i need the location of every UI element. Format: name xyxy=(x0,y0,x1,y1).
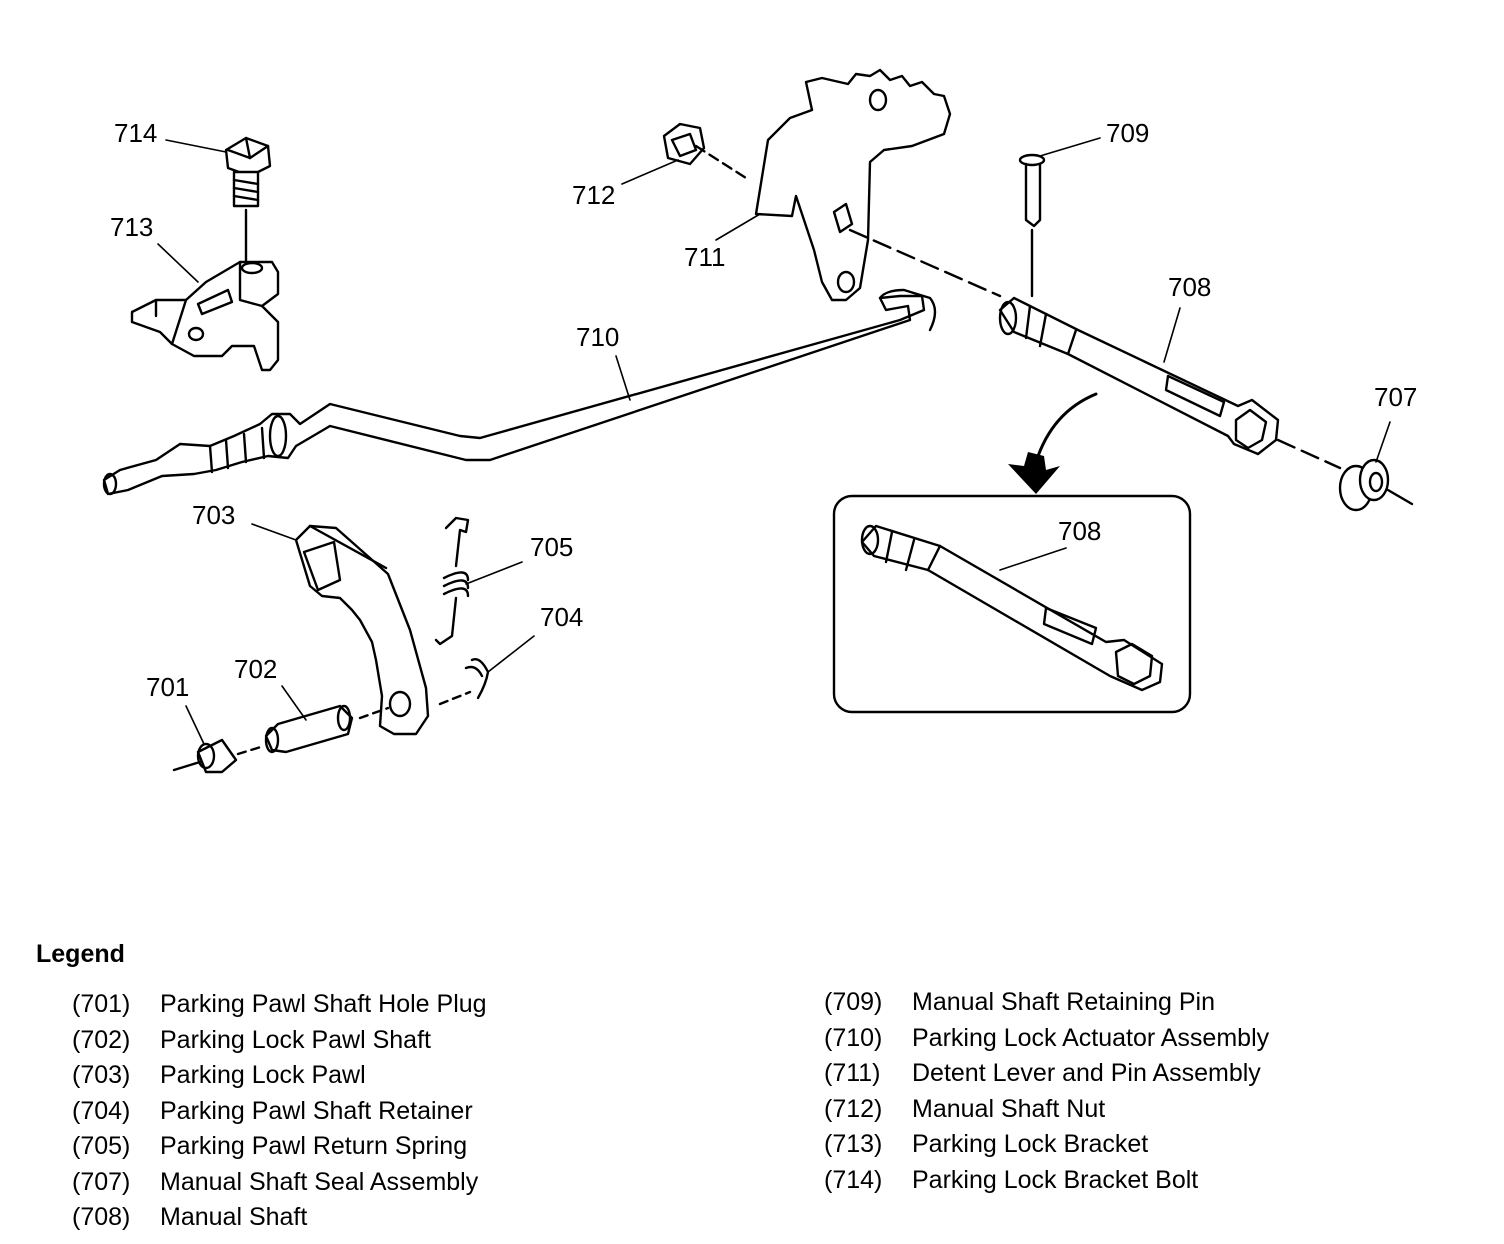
legend-code: (714) xyxy=(824,1165,883,1194)
manual-shaft-nut xyxy=(662,122,748,180)
exploded-parts-diagram: 714 713 712 711 709 708 707 710 703 705 … xyxy=(102,68,1417,774)
legend-description: Manual Shaft Retaining Pin xyxy=(912,988,1215,1016)
callout-710: 710 xyxy=(576,322,619,352)
legend-item: (713) Parking Lock Bracket xyxy=(824,1130,1269,1166)
legend-code: (710) xyxy=(824,1023,883,1052)
callout-705: 705 xyxy=(530,532,573,562)
legend-item: (709) Manual Shaft Retaining Pin xyxy=(824,988,1269,1024)
legend-title: Legend xyxy=(36,940,125,968)
parking-lock-pawl-shaft xyxy=(264,704,354,754)
legend-item: (714) Parking Lock Bracket Bolt xyxy=(824,1166,1269,1202)
legend-item: (710) Parking Lock Actuator Assembly xyxy=(824,1024,1269,1060)
curved-detail-arrow xyxy=(1008,392,1098,494)
legend-column-left: (701) Parking Pawl Shaft Hole Plug (702) P… xyxy=(72,990,487,1239)
legend-description: Manual Shaft xyxy=(160,1203,308,1231)
legend-description: Detent Lever and Pin Assembly xyxy=(912,1059,1261,1087)
legend-code: (701) xyxy=(72,990,131,1018)
legend-description: Manual Shaft Nut xyxy=(912,1094,1106,1123)
legend-item: (712) Manual Shaft Nut xyxy=(824,1095,1269,1131)
legend-description: Parking Lock Pawl xyxy=(160,1061,366,1089)
legend-description: Manual Shaft Seal Assembly xyxy=(160,1167,479,1196)
legend-code: (703) xyxy=(72,1061,131,1089)
detent-lever-and-pin-assembly xyxy=(754,68,1002,302)
legend-item: (701) Parking Pawl Shaft Hole Plug xyxy=(72,990,487,1026)
callout-703: 703 xyxy=(192,500,235,530)
callout-709: 709 xyxy=(1106,118,1149,148)
legend-code: (702) xyxy=(72,1025,131,1054)
callout-713: 713 xyxy=(110,212,153,242)
legend-code: (707) xyxy=(72,1167,131,1196)
callout-711: 711 xyxy=(684,242,725,272)
parking-pawl-shaft-hole-plug xyxy=(172,738,266,774)
legend-description: Parking Lock Actuator Assembly xyxy=(912,1023,1270,1052)
legend-code: (712) xyxy=(824,1094,883,1123)
leader-lines xyxy=(157,137,1391,745)
legend-description: Parking Pawl Shaft Retainer xyxy=(160,1096,473,1125)
legend-description: Parking Pawl Shaft Hole Plug xyxy=(160,990,487,1018)
legend-item: (702) Parking Lock Pawl Shaft xyxy=(72,1026,487,1062)
legend-code: (705) xyxy=(72,1132,131,1160)
legend-description: Parking Pawl Return Spring xyxy=(160,1132,468,1160)
legend-description: Parking Lock Bracket Bolt xyxy=(912,1165,1199,1194)
legend-item: (705) Parking Pawl Return Spring xyxy=(72,1132,487,1168)
parking-lock-bracket xyxy=(130,260,280,372)
manual-shaft xyxy=(998,296,1342,470)
callout-708: 708 xyxy=(1168,272,1211,302)
parking-lock-pawl xyxy=(294,524,430,736)
callout-704: 704 xyxy=(540,602,583,632)
callout-714: 714 xyxy=(114,118,157,148)
parking-lock-bracket-bolt xyxy=(224,136,272,266)
legend-code: (708) xyxy=(72,1203,131,1231)
legend-description: Parking Lock Bracket xyxy=(912,1130,1149,1158)
manual-shaft-detail-box xyxy=(832,494,1192,714)
legend-description: Parking Lock Pawl Shaft xyxy=(160,1025,431,1054)
callout-707: 707 xyxy=(1374,382,1417,412)
callout-712: 712 xyxy=(572,180,615,210)
legend-code: (711) xyxy=(824,1059,881,1087)
legend-item: (707) Manual Shaft Seal Assembly xyxy=(72,1168,487,1204)
legend-item: (704) Parking Pawl Shaft Retainer xyxy=(72,1097,487,1133)
callout-702: 702 xyxy=(234,654,277,684)
callout-708-detail: 708 xyxy=(1058,516,1101,546)
legend-item: (711) Detent Lever and Pin Assembly xyxy=(824,1059,1269,1095)
legend: Legend (701) Parking Pawl Shaft Hole Plug… xyxy=(36,940,1476,1240)
parking-pawl-shaft-retainer xyxy=(438,658,490,706)
legend-code: (709) xyxy=(824,988,883,1016)
callout-701: 701 xyxy=(146,672,189,702)
legend-code: (713) xyxy=(824,1130,883,1158)
legend-code: (704) xyxy=(72,1096,131,1125)
legend-column-right: (709) Manual Shaft Retaining Pin (710) Par… xyxy=(824,988,1269,1201)
parking-pawl-return-spring xyxy=(434,516,470,646)
parking-lock-actuator-assembly xyxy=(102,288,937,496)
legend-item: (708) Manual Shaft xyxy=(72,1203,487,1239)
manual-shaft-retaining-pin xyxy=(1018,153,1046,298)
legend-item: (703) Parking Lock Pawl xyxy=(72,1061,487,1097)
manual-shaft-seal-assembly xyxy=(1338,458,1414,512)
